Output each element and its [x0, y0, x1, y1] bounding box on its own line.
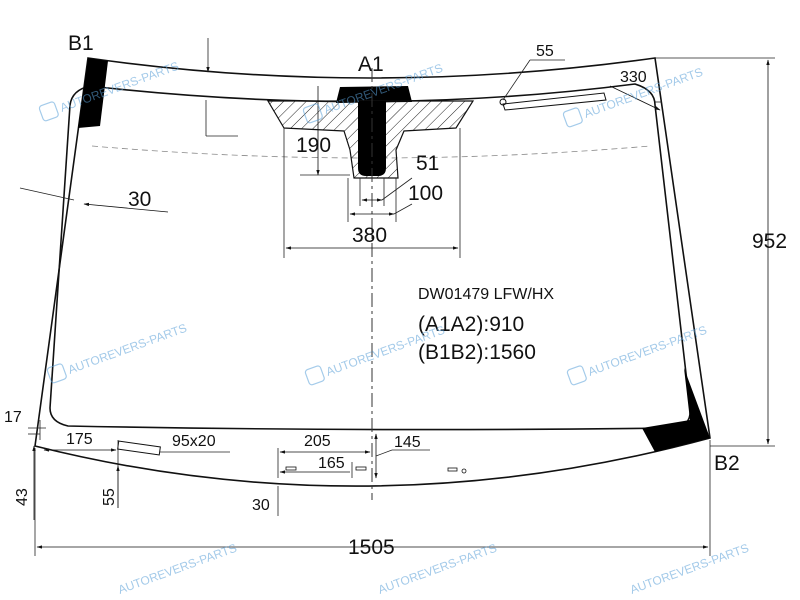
svg-text:AUTOREVERS-PARTS: AUTOREVERS-PARTS: [66, 321, 189, 377]
bottom-label-area: [117, 440, 161, 456]
dim-145: 145: [394, 434, 421, 451]
corner-black-b1: [78, 58, 108, 128]
glass-outline: [34, 57, 711, 487]
svg-text:AUTOREVERS-PARTS: AUTOREVERS-PARTS: [586, 323, 709, 379]
part-code: DW01479 LFW/HX: [418, 286, 554, 303]
dim-100: 100: [408, 182, 443, 205]
dim-30-bottom: 30: [252, 497, 270, 514]
dim-55-bottom: 55: [101, 488, 118, 506]
dim-43: 43: [14, 488, 31, 506]
dim-51: 51: [416, 152, 439, 175]
dim-952: 952: [752, 230, 787, 253]
part-b1b2: (B1B2):1560: [418, 341, 536, 364]
watermark-1: AUTOREVERS-PARTS: [38, 59, 181, 122]
part-a1a2: (A1A2):910: [418, 313, 524, 336]
sensor-dot: [499, 98, 507, 106]
sensor-area: [502, 92, 607, 111]
watermark-6: AUTOREVERS-PARTS: [566, 323, 709, 386]
marker-a1: A1: [358, 53, 384, 76]
watermark-9: AUTOREVERS-PARTS: [628, 541, 751, 597]
corner-black-b2: [642, 368, 710, 452]
svg-text:AUTOREVERS-PARTS: AUTOREVERS-PARTS: [58, 59, 181, 115]
watermark-7: AUTOREVERS-PARTS: [116, 541, 239, 597]
watermark-4: AUTOREVERS-PARTS: [46, 321, 189, 384]
dim-30-left-line: [83, 202, 169, 213]
dim-330: 330: [620, 69, 647, 86]
bottom-small-circle: [461, 468, 467, 474]
bottom-small-rect-2: [355, 466, 367, 471]
svg-text:AUTOREVERS-PARTS: AUTOREVERS-PARTS: [116, 541, 239, 597]
dim-55-top: 55: [536, 43, 554, 60]
visibility-line: [91, 145, 651, 159]
dim-1505: 1505: [348, 536, 395, 559]
dim-205: 205: [304, 433, 331, 450]
dim-165: 165: [318, 455, 345, 472]
dim-330-line: [609, 85, 661, 111]
marker-b2: B2: [714, 452, 740, 475]
top-black-patch: [336, 86, 412, 103]
bottom-small-rect-1: [285, 466, 297, 471]
dim-175: 175: [66, 431, 93, 448]
dim-380: 380: [352, 224, 387, 247]
dim-95x20: 95x20: [172, 433, 216, 450]
dim-190: 190: [296, 134, 331, 157]
dim-17: 17: [4, 409, 22, 426]
bottom-small-rect-3: [447, 467, 458, 472]
svg-text:AUTOREVERS-PARTS: AUTOREVERS-PARTS: [628, 541, 751, 597]
dim-30-left: 30: [128, 188, 151, 211]
marker-b1: B1: [68, 32, 94, 55]
